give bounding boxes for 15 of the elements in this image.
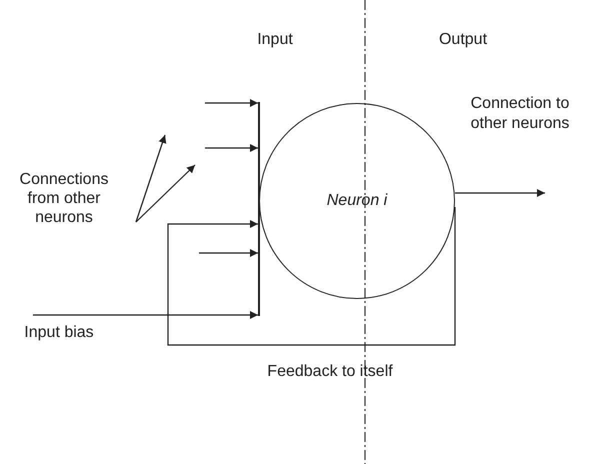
text-label: Connection to other neurons bbox=[470, 94, 570, 134]
arrow bbox=[136, 164, 196, 222]
text-label: Input bbox=[256, 30, 294, 50]
text-label: Input bias bbox=[23, 323, 95, 343]
arrow bbox=[199, 249, 258, 257]
arrow bbox=[135, 134, 166, 222]
arrow bbox=[205, 144, 258, 152]
annotation-text: Connections from other neurons bbox=[2, 170, 126, 230]
text-label: Feedback to itself bbox=[266, 362, 394, 382]
neuron-label: Neuron i bbox=[326, 192, 388, 210]
arrow bbox=[167, 207, 456, 346]
arrow bbox=[455, 189, 545, 197]
arrow bbox=[205, 99, 258, 107]
text-label: Output bbox=[438, 30, 488, 50]
arrow bbox=[33, 311, 258, 319]
